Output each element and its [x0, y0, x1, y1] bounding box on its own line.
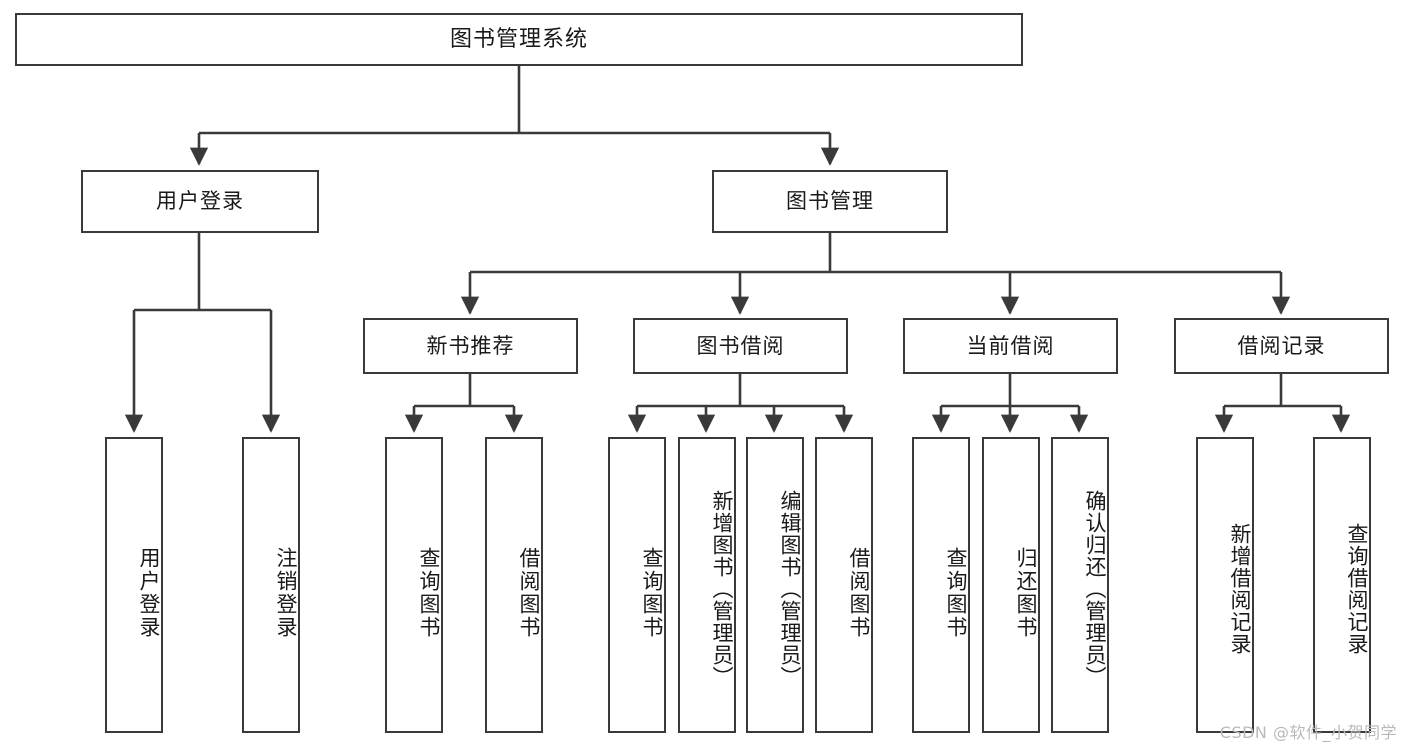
- node-new-book-recommend[interactable]: 新书推荐: [363, 318, 578, 374]
- leaf-new-book-2-label: 借阅图书: [517, 547, 541, 639]
- leaf-book-borrow-2-label: 新增图书（管理员）: [710, 490, 734, 688]
- leaf-new-book-1-label: 查询图书: [417, 547, 441, 639]
- node-user-login-label: 用户登录: [156, 189, 244, 214]
- leaf-borrow-record-1[interactable]: 新增借阅记录: [1196, 437, 1254, 733]
- leaf-new-book-1[interactable]: 查询图书: [385, 437, 443, 733]
- leaf-borrow-record-2[interactable]: 查询借阅记录: [1313, 437, 1371, 733]
- leaf-user-login-1[interactable]: 用户登录: [105, 437, 163, 733]
- node-book-manage-label: 图书管理: [786, 189, 874, 214]
- leaf-user-login-2[interactable]: 注销登录: [242, 437, 300, 733]
- leaf-current-borrow-1[interactable]: 查询图书: [912, 437, 970, 733]
- leaf-current-borrow-3-label: 确认归还（管理员）: [1083, 490, 1107, 688]
- leaf-book-borrow-3-label: 编辑图书（管理员）: [778, 490, 802, 688]
- leaf-current-borrow-1-label: 查询图书: [944, 547, 968, 639]
- leaf-current-borrow-2-label: 归还图书: [1014, 547, 1038, 639]
- node-current-borrow-label: 当前借阅: [966, 333, 1055, 358]
- node-book-borrow-label: 图书借阅: [696, 333, 785, 358]
- leaf-user-login-2-label: 注销登录: [274, 547, 298, 639]
- leaf-user-login-1-label: 用户登录: [137, 547, 161, 639]
- leaf-current-borrow-3[interactable]: 确认归还（管理员）: [1051, 437, 1109, 733]
- leaf-book-borrow-1[interactable]: 查询图书: [608, 437, 666, 733]
- leaf-new-book-2[interactable]: 借阅图书: [485, 437, 543, 733]
- leaf-book-borrow-1-label: 查询图书: [640, 547, 664, 639]
- node-root-label: 图书管理系统: [449, 26, 588, 52]
- leaf-book-borrow-4-label: 借阅图书: [847, 547, 871, 639]
- leaf-borrow-record-1-label: 新增借阅记录: [1228, 523, 1252, 655]
- leaf-borrow-record-2-label: 查询借阅记录: [1345, 523, 1369, 655]
- node-book-borrow[interactable]: 图书借阅: [633, 318, 848, 374]
- node-new-book-recommend-label: 新书推荐: [426, 333, 515, 358]
- node-root[interactable]: 图书管理系统: [15, 13, 1023, 66]
- leaf-current-borrow-2[interactable]: 归还图书: [982, 437, 1040, 733]
- csdn-watermark: CSDN @软件_小贺同学: [1219, 723, 1397, 742]
- leaf-book-borrow-4[interactable]: 借阅图书: [815, 437, 873, 733]
- leaf-book-borrow-2[interactable]: 新增图书（管理员）: [678, 437, 736, 733]
- node-user-login[interactable]: 用户登录: [81, 170, 319, 233]
- leaf-book-borrow-3[interactable]: 编辑图书（管理员）: [746, 437, 804, 733]
- node-book-manage[interactable]: 图书管理: [712, 170, 948, 233]
- node-borrow-record-label: 借阅记录: [1237, 333, 1326, 358]
- node-borrow-record[interactable]: 借阅记录: [1174, 318, 1389, 374]
- node-current-borrow[interactable]: 当前借阅: [903, 318, 1118, 374]
